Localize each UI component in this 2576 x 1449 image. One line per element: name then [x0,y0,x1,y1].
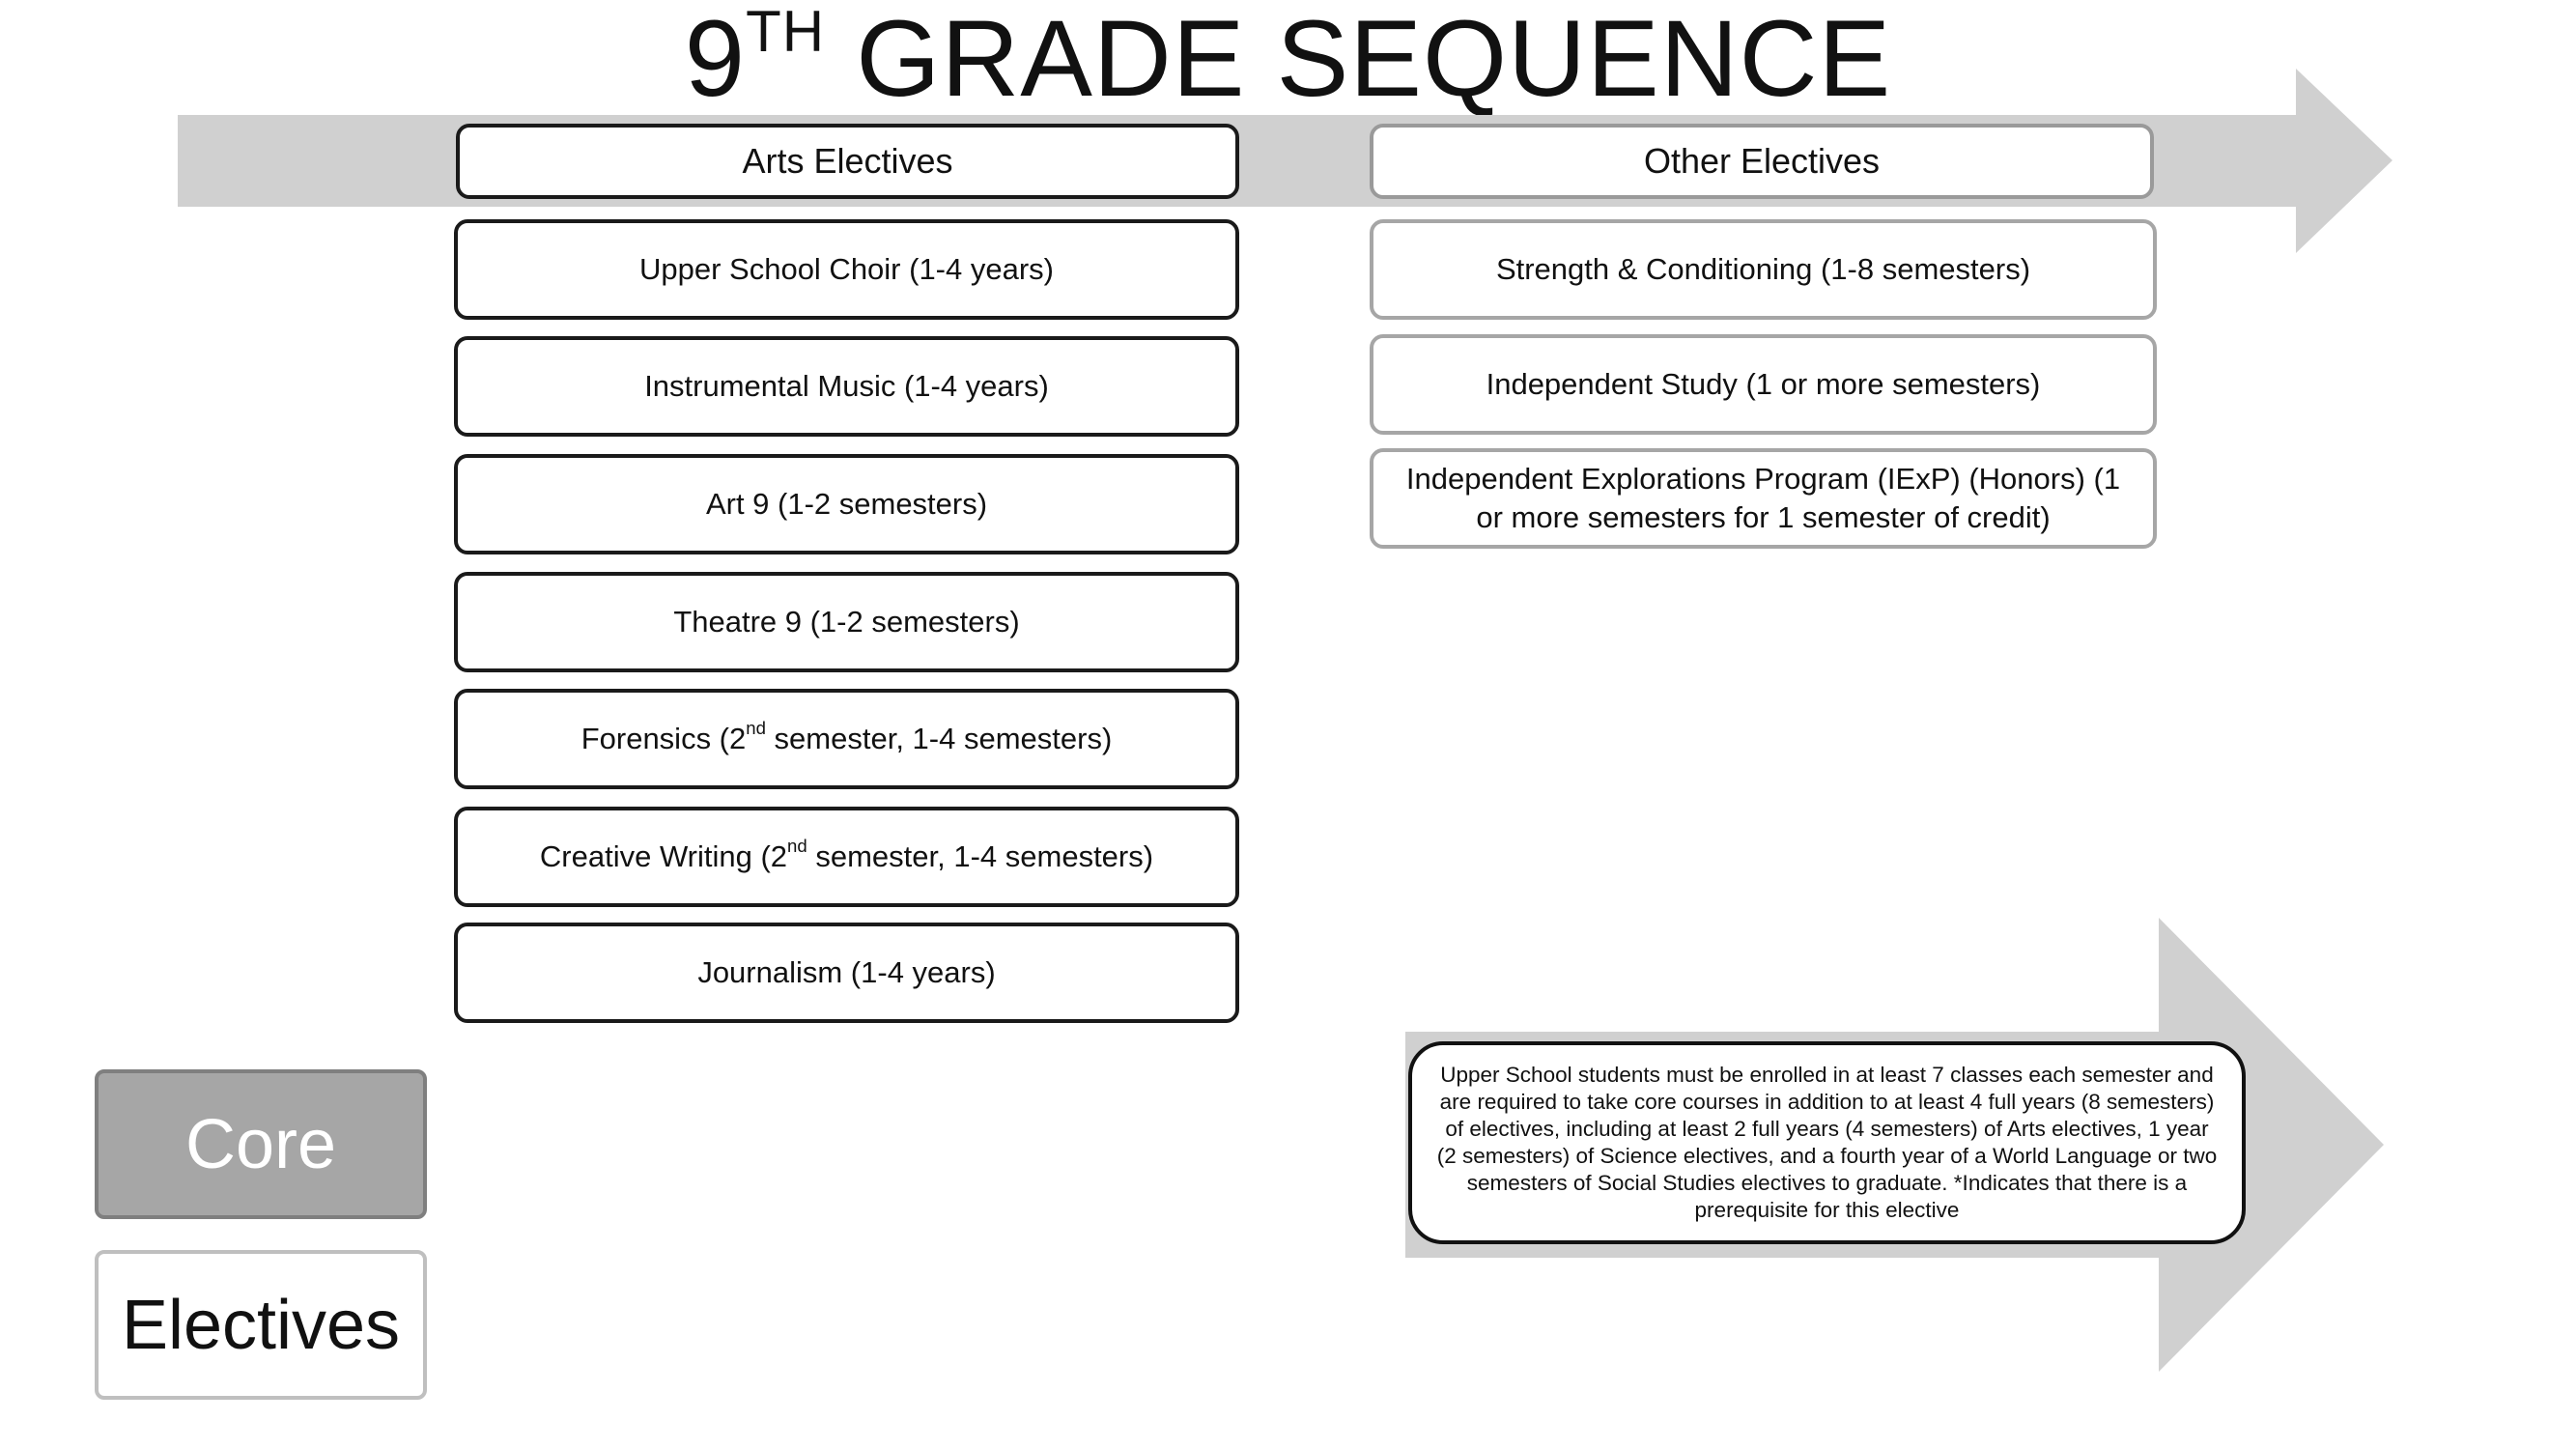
page-title: 9TH GRADE SEQUENCE [684,0,1892,119]
other-electives-header: Other Electives [1370,124,2154,199]
legend-electives: Electives [95,1250,427,1400]
other-elective-iexp: Independent Explorations Program (IExP) … [1370,448,2157,549]
arts-elective-art-9: Art 9 (1-2 semesters) [454,454,1239,554]
other-elective-strength-conditioning: Strength & Conditioning (1-8 semesters) [1370,219,2157,320]
legend-core: Core [95,1069,427,1219]
arts-elective-theatre-9: Theatre 9 (1-2 semesters) [454,572,1239,672]
arts-electives-header: Arts Electives [456,124,1239,199]
top-timeline-arrow [178,69,2392,253]
arts-elective-journalism: Journalism (1-4 years) [454,923,1239,1023]
arts-elective-forensics: Forensics (2nd semester, 1-4 semesters) [454,689,1239,789]
arts-elective-creative-writing: Creative Writing (2nd semester, 1-4 seme… [454,807,1239,907]
graduation-requirements-note: Upper School students must be enrolled i… [1408,1041,2246,1244]
arts-elective-instrumental-music: Instrumental Music (1-4 years) [454,336,1239,437]
other-elective-independent-study: Independent Study (1 or more semesters) [1370,334,2157,435]
arts-elective-choir: Upper School Choir (1-4 years) [454,219,1239,320]
